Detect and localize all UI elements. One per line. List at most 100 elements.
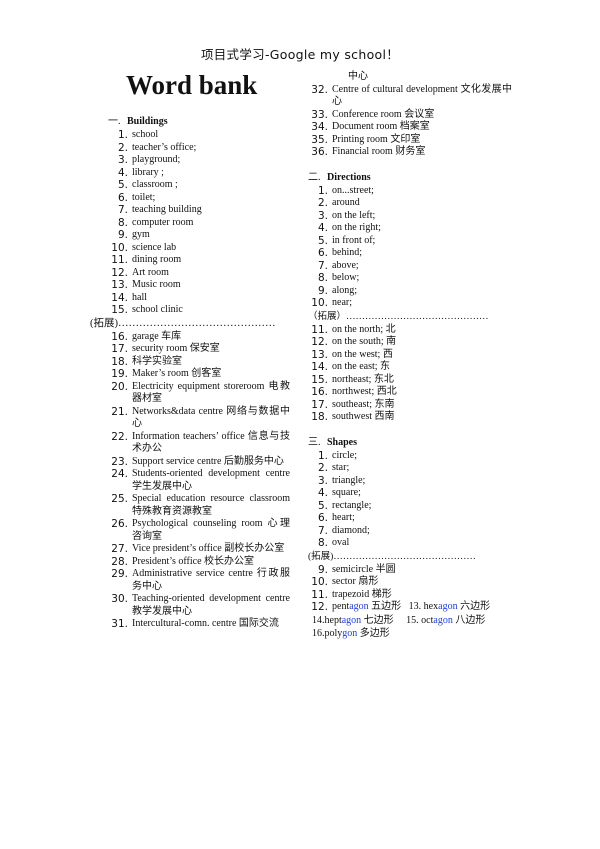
item-number: 9.	[317, 284, 328, 297]
building-extended-item: 22.Information teachers’ office 信息与技术办公	[108, 431, 290, 456]
item-number: 18.	[311, 411, 328, 423]
building-extended-item-text: Electricity equipment storeroom 电教器材室	[132, 380, 290, 405]
direction-item: 5. in front of;	[308, 235, 512, 248]
shape-item-text: heart;	[332, 512, 355, 523]
item-number: 22.	[111, 430, 128, 443]
directions-heading-label: Directions	[327, 171, 371, 183]
item-number: 3.	[317, 209, 328, 222]
item-number: 17.	[111, 343, 128, 355]
shape-item: 2.star;	[308, 462, 512, 475]
building-extended-item: 24.Students-oriented development centre …	[108, 468, 290, 493]
shape-item: 6. heart;	[308, 512, 512, 525]
item-number: 5.	[317, 499, 328, 512]
building-extended-item: 16.garage 车库	[108, 331, 290, 344]
highlight-suffix: agon	[433, 614, 453, 626]
item-number: 15.	[111, 304, 128, 316]
word-prefix: pent	[332, 601, 350, 612]
building-extended-item-text: Conference room 会议室	[332, 108, 435, 120]
directions-heading: 二. Directions	[308, 171, 512, 185]
shape-item-text: diamond;	[332, 524, 370, 536]
building-item: 14.hall	[108, 292, 290, 305]
direction-item-text: around	[332, 197, 360, 208]
buildings-expand-label: (拓展)………………………………………	[90, 317, 276, 329]
direction-extended-item-text: on the south; 南	[332, 336, 397, 347]
building-item-text: toilet;	[132, 191, 156, 203]
building-extended-item: 20.Electricity equipment storeroom 电教器材室	[108, 381, 290, 406]
direction-item-text: on...street;	[332, 184, 374, 196]
continuation-text: 中心	[348, 71, 368, 82]
direction-extended-item: 18. southwest 西南	[308, 411, 512, 424]
building-extended-item: 30.Teaching-oriented development centre …	[108, 593, 290, 618]
directions-expand-label: （拓展）………………………………………	[308, 311, 489, 322]
direction-item-text: on the right;	[332, 222, 381, 233]
item-number: 5.	[317, 234, 328, 247]
shape-item: 4.square;	[308, 487, 512, 500]
building-item: 8.computer room	[108, 217, 290, 230]
shape-item-text: oval	[332, 537, 350, 548]
buildings-heading: 一. Buildings	[108, 115, 290, 129]
direction-extended-item: 16.northwest; 西北	[308, 386, 512, 399]
building-item: 1.school	[108, 129, 290, 142]
buildings-heading-number: 一.	[108, 116, 121, 127]
item-number: 33.	[311, 108, 328, 121]
shape-extended-item: 11.trapezoid 梯形	[308, 589, 512, 602]
direction-extended-item-text: southwest 西南	[332, 411, 395, 422]
item-number: 6.	[117, 191, 128, 204]
building-extended-item-text: Intercultural-comn. centre 国际交流	[132, 618, 279, 629]
item-number: 4.	[117, 166, 128, 179]
building-extended-item-text: security room 保安室	[132, 343, 220, 354]
item-number: 10.	[311, 576, 328, 588]
building-extended-item-text: garage 车库	[132, 330, 182, 342]
item-number: 1.	[117, 129, 128, 141]
direction-extended-item-text: on the west; 西	[332, 348, 393, 360]
building-extended-item: 27.Vice president’s office 副校长办公室	[108, 543, 290, 556]
direction-extended-item: 15.northeast; 东北	[308, 374, 512, 387]
building-item: 6. toilet;	[108, 192, 290, 205]
shape-extended-item: 10. sector 扇形	[308, 576, 512, 589]
item-number: 23.	[111, 455, 128, 468]
directions-heading-number: 二.	[308, 171, 321, 183]
building-extended-item: 19.Maker’s room 创客室	[108, 368, 290, 381]
direction-item-text: above;	[332, 259, 359, 271]
direction-extended-item: 17.southeast; 东南	[308, 399, 512, 412]
shape-extended-item-text: sector 扇形	[332, 576, 379, 587]
building-item-text: library ;	[132, 166, 164, 178]
shape-extended-item: 9.semicircle 半圆	[308, 564, 512, 577]
item-number: 31.	[111, 618, 128, 630]
direction-item-text: along;	[332, 284, 357, 296]
building-extended-item: 18.科学实验室	[108, 356, 290, 369]
item-number: 11.	[311, 588, 328, 601]
item-16-prefix: 16.poly	[312, 627, 343, 639]
word-meaning: 六边形	[457, 601, 491, 612]
direction-item: 3.on the left;	[308, 210, 512, 223]
item-number: 14.	[111, 291, 128, 304]
building-item-text: dining room	[132, 254, 182, 265]
item-number: 27.	[111, 543, 128, 555]
building-extended-item-text: Financial room 财务室	[332, 146, 426, 157]
shape-item: 7.diamond;	[308, 525, 512, 538]
building-extended-item: 28.President’s office 校长办公室	[108, 556, 290, 569]
direction-item: 1.on...street;	[308, 185, 512, 198]
building-extended-item: 23.Support service centre 后勤服务中心	[108, 456, 290, 469]
building-extended-item-text: Special education resource classroom 特殊教…	[132, 493, 290, 517]
direction-item-text: below;	[332, 272, 360, 283]
item-number: 2.	[317, 462, 328, 474]
shapes-heading-label: Shapes	[327, 436, 358, 448]
item-number: 11.	[311, 323, 328, 336]
direction-item: 6.behind;	[308, 247, 512, 260]
building-extended-item-text: 科学实验室	[132, 355, 182, 367]
item-number: 6.	[317, 512, 328, 524]
shape-item-14-15: 14.heptagon 七边形 15. octagon 八边形	[312, 614, 512, 627]
item-number: 29.	[111, 568, 128, 580]
direction-item-text: in front of;	[332, 234, 376, 246]
direction-extended-item: 12.on the south; 南	[308, 336, 512, 349]
building-extended-item-text: Document room 档案室	[332, 121, 430, 132]
building-extended-item: 29.Administrative service centre 行政服务中心	[108, 568, 290, 593]
shape-item: 1.circle;	[308, 450, 512, 463]
building-item: 3.playground;	[108, 154, 290, 167]
item-number: 10.	[111, 241, 128, 254]
item-number: 14.	[311, 361, 328, 373]
